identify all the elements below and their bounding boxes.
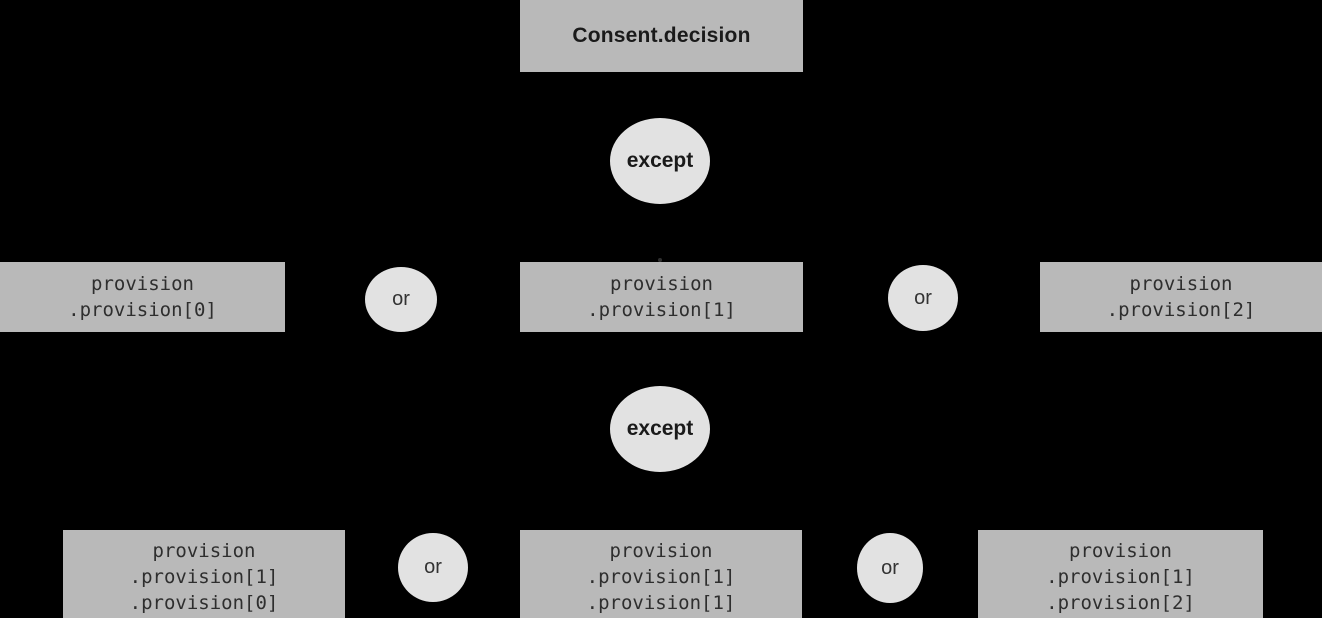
except-node-1: except: [610, 118, 710, 204]
node-line: .provision[1]: [129, 566, 279, 588]
node-line: provision: [1129, 273, 1233, 295]
provision-node-1-1: provision .provision[1] .provision[1]: [520, 530, 802, 618]
node-line: .provision[0]: [68, 299, 217, 321]
node-line: provision: [1069, 540, 1172, 562]
root-node-label: Consent.decision: [572, 24, 751, 47]
node-line: .provision[1]: [1046, 566, 1195, 588]
node-line: .provision[0]: [129, 592, 279, 614]
node-line: .provision[1]: [587, 299, 736, 321]
node-line: .provision[1]: [586, 566, 736, 588]
or-connector-2: or: [888, 265, 958, 331]
node-line: .provision[1]: [586, 592, 736, 614]
connector-stub: [658, 258, 662, 262]
root-node-consent-decision: Consent.decision: [520, 0, 803, 72]
node-line: provision: [152, 540, 256, 562]
node-line: provision: [610, 273, 713, 295]
or-connector-4-label: or: [881, 556, 899, 579]
or-connector-3-label: or: [424, 556, 442, 578]
or-connector-3: or: [398, 533, 468, 602]
node-line: provision: [609, 540, 713, 562]
or-connector-2-label: or: [914, 286, 932, 309]
provision-node-1: provision .provision[1]: [520, 262, 803, 332]
provision-node-1-2: provision .provision[1] .provision[2]: [978, 530, 1263, 618]
provision-node-2: provision .provision[2]: [1040, 262, 1322, 332]
except-node-1-label: except: [626, 149, 694, 172]
or-connector-4: or: [857, 533, 923, 603]
node-line: .provision[2]: [1046, 592, 1195, 614]
except-node-2-label: except: [626, 417, 694, 440]
provision-node-1-0: provision .provision[1] .provision[0]: [63, 530, 345, 618]
node-line: .provision[2]: [1106, 299, 1256, 321]
except-node-2: except: [610, 386, 710, 472]
node-line: provision: [91, 273, 194, 295]
or-connector-1-label: or: [392, 288, 410, 310]
provision-node-0: provision .provision[0]: [0, 262, 285, 332]
or-connector-1: or: [365, 267, 437, 332]
